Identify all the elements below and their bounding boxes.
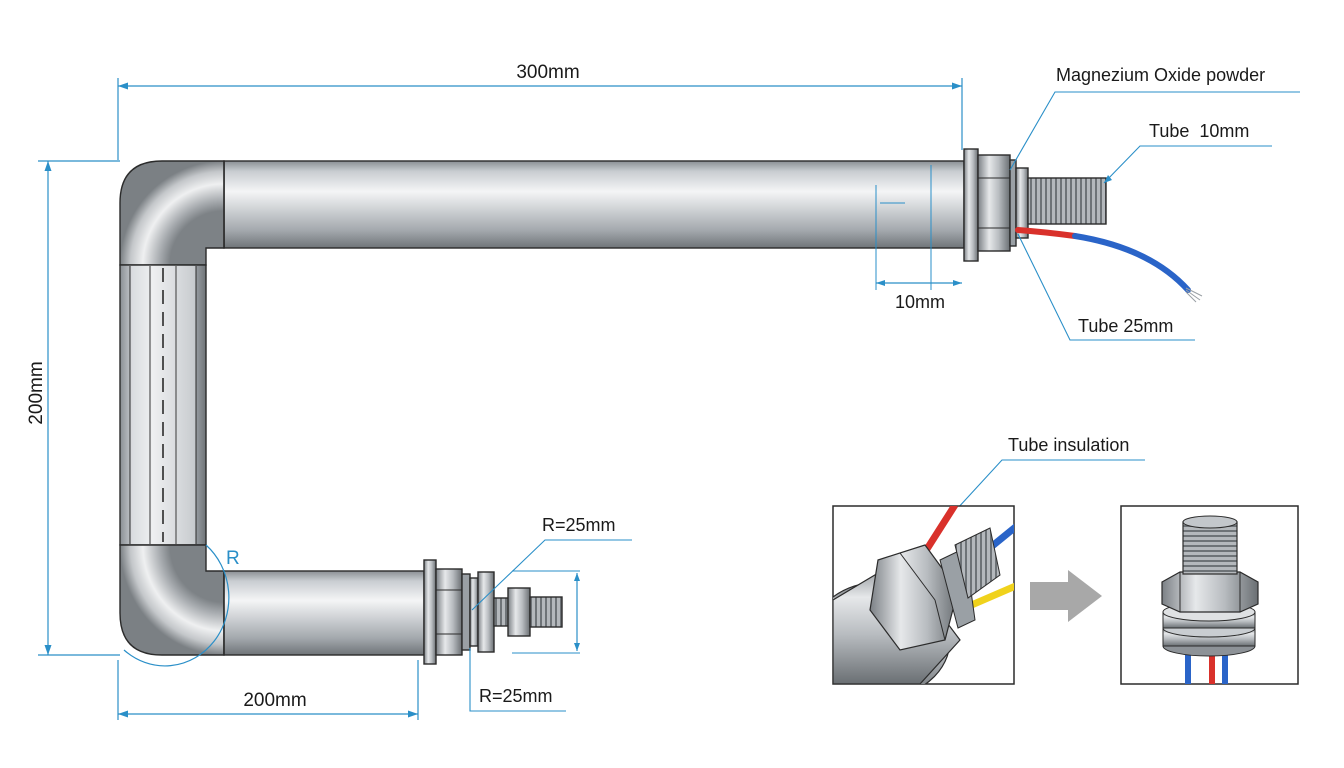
threaded-stud — [1027, 177, 1107, 225]
top-terminal-fitting — [875, 148, 1203, 303]
inset-thread — [954, 527, 1001, 599]
callout-radius-lower: R=25mm — [469, 648, 566, 712]
flange — [963, 148, 979, 262]
inset2-hex-nut — [1161, 571, 1259, 613]
inset-stack-detail — [1120, 505, 1299, 685]
washer — [1009, 159, 1017, 247]
dimension-200mm-vertical: 200mm — [26, 160, 120, 656]
radius-upper-label: R=25mm — [542, 515, 616, 535]
callout-magnesium-oxide: Magnezium Oxide powder — [1009, 65, 1300, 171]
tube-insulation-label: Tube insulation — [1008, 435, 1129, 455]
dim-top-label: 300mm — [516, 62, 579, 83]
top-left-elbow — [119, 160, 225, 266]
bottom-flange — [423, 559, 437, 665]
right-arrow-icon — [1030, 570, 1102, 622]
bottom-thread-end — [529, 596, 563, 628]
lead-wire-blue — [1072, 233, 1191, 293]
tube-10mm-label: Tube 10mm — [1149, 121, 1249, 141]
radius-r-label: R — [226, 548, 240, 569]
callout-tube-25mm: Tube 25mm — [1017, 233, 1195, 341]
bottom-left-elbow — [119, 544, 225, 656]
dim-end-small-label: 10mm — [895, 292, 945, 312]
cutaway-core — [129, 266, 197, 544]
bottom-stud — [493, 597, 509, 627]
dimension-300mm: 300mm — [117, 62, 963, 160]
dimension-10mm: 10mm — [876, 280, 962, 312]
inset2-thread — [1182, 521, 1238, 575]
callout-tube-10mm: Tube 10mm — [1103, 121, 1272, 184]
dim-left-label: 200mm — [26, 361, 47, 424]
bottom-small-nut — [507, 587, 531, 637]
bottom-tube-section — [223, 570, 425, 656]
callout-tube-insulation: Tube insulation — [944, 435, 1145, 523]
bottom-hex-nut — [435, 568, 463, 656]
magnesium-oxide-label: Magnezium Oxide powder — [1056, 65, 1265, 85]
callout-radius-upper: R=25mm — [471, 515, 632, 611]
dim-bottom-label: 200mm — [243, 690, 306, 711]
bottom-spacer — [477, 571, 495, 653]
heating-tube — [119, 160, 965, 656]
dimension-200mm-horizontal: 200mm — [117, 660, 419, 720]
lead-wire-red — [1015, 227, 1078, 239]
bottom-washer-2 — [469, 577, 479, 647]
top-tube-section — [223, 160, 965, 249]
hex-nut — [977, 154, 1011, 252]
radius-lower-label: R=25mm — [479, 686, 553, 706]
radius-marker: R — [123, 544, 240, 667]
tube-25mm-label: Tube 25mm — [1078, 316, 1173, 336]
inset-fitting-detail — [832, 505, 1015, 685]
bottom-terminal-fitting — [423, 559, 580, 665]
bottom-washer — [461, 573, 471, 651]
